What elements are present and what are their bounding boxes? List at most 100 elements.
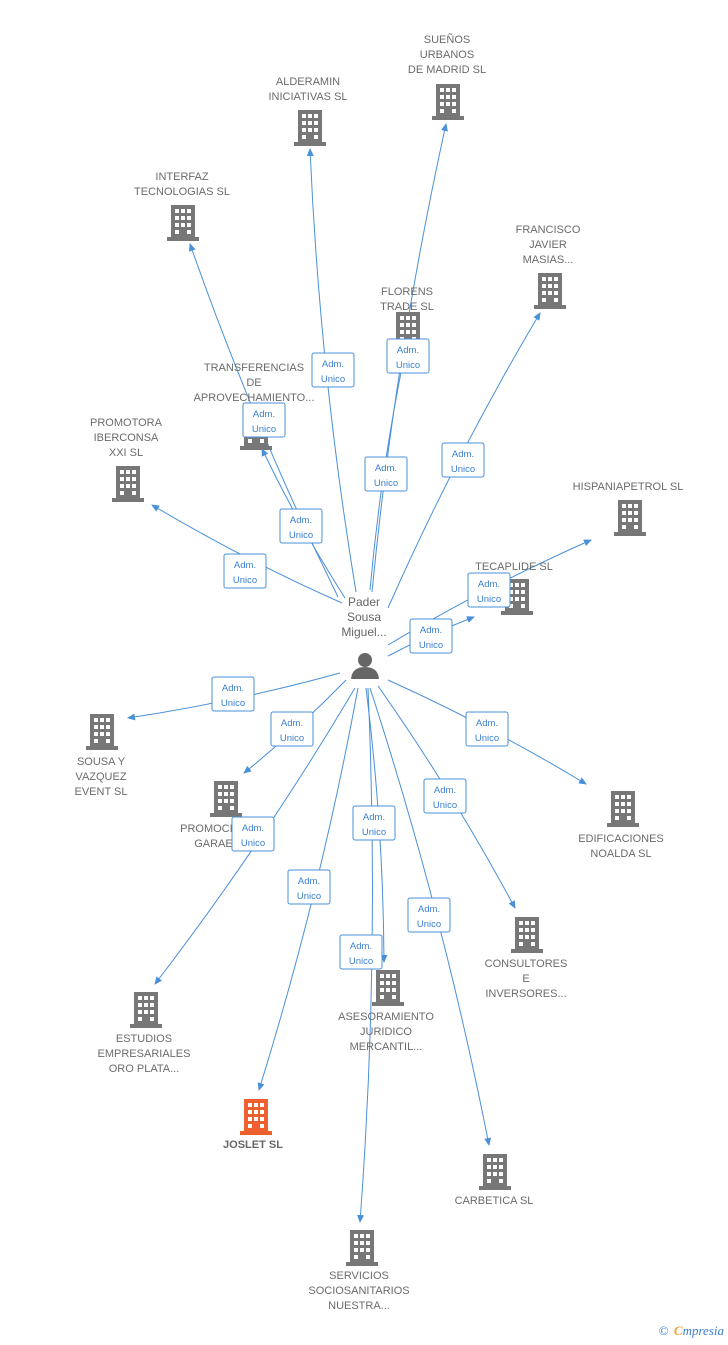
brand-footer: © Cmpresia (659, 1323, 724, 1339)
company-label-line: INICIATIVAS SL (268, 91, 347, 103)
badge-frame (223, 553, 267, 589)
company-node-consultores[interactable]: CONSULTORES E INVERSORES... (485, 917, 568, 1000)
company-node-tecaplide[interactable]: TECAPLIDE SL (475, 561, 553, 615)
company-label-line: EDIFICACIONES (578, 833, 664, 845)
company-label-line: INVERSORES... (485, 988, 566, 1000)
company-label-line: CONSULTORES (485, 958, 568, 970)
badge-text: Unico (297, 891, 321, 902)
badge-frame (211, 676, 255, 712)
badge-frame (364, 456, 408, 492)
badge-text: Adm. (242, 823, 264, 834)
building-icon (534, 273, 566, 309)
badge-frame (352, 805, 396, 841)
badge-text: Unico (280, 733, 304, 744)
company-label-line: IBERCONSA (94, 432, 159, 444)
company-node-joslet[interactable]: JOSLET SL (223, 1099, 283, 1151)
building-icon (86, 714, 118, 750)
company-node-carbetica[interactable]: CARBETICA SL (455, 1154, 534, 1207)
company-label: TECAPLIDE SL (475, 561, 553, 573)
company-label-line: TECNOLOGIAS SL (134, 186, 230, 198)
badge-text: Adm. (363, 812, 385, 823)
building-icon (346, 1230, 378, 1266)
badge-text: Adm. (290, 515, 312, 526)
badge-text: Unico (433, 800, 457, 811)
badge-text: Adm. (452, 449, 474, 460)
badges-layer: Adm.UnicoAdm.UnicoAdm.UnicoAdm.UnicoAdm.… (211, 338, 511, 970)
company-label-line: NOALDA SL (590, 848, 651, 860)
badge-text: Unico (252, 424, 276, 435)
building-icon (479, 1154, 511, 1190)
company-node-edificaciones[interactable]: EDIFICACIONES NOALDA SL (578, 791, 664, 860)
company-label-line: FLORENS (381, 286, 433, 298)
badge-frame (467, 572, 511, 608)
badge-frame (465, 711, 509, 747)
company-label-line: TRADE SL (380, 301, 434, 313)
company-label-line: JAVIER (529, 239, 567, 251)
relation-badge-alderamin: Adm.Unico (311, 352, 355, 388)
badge-text: Adm. (253, 409, 275, 420)
building-icon (511, 917, 543, 953)
company-node-alderamin[interactable]: ALDERAMIN INICIATIVAS SL (268, 76, 348, 146)
company-label-line: URBANOS (420, 49, 474, 61)
company-label-line: TRANSFERENCIAS (204, 362, 304, 374)
company-label-line: ALDERAMIN (276, 76, 340, 88)
company-node-hispaniapetrol[interactable]: HISPANIAPETROL SL (573, 481, 684, 536)
badge-text: Unico (417, 919, 441, 930)
badge-frame (242, 402, 286, 438)
badge-text: Unico (451, 464, 475, 475)
badge-frame (423, 778, 467, 814)
badge-frame (441, 442, 485, 478)
company-label-line: PROMOTORA (90, 417, 163, 429)
company-label-line: E (522, 973, 529, 985)
relation-badge-francisco: Adm. Unico (441, 442, 485, 478)
company-label-line: SOCIOSANITARIOS (308, 1285, 409, 1297)
relation-badge-estudios: Adm.Unico (231, 816, 275, 852)
badge-frame (407, 897, 451, 933)
company-label-line: MERCANTIL... (350, 1041, 423, 1053)
building-icon (130, 992, 162, 1028)
building-icon (294, 110, 326, 146)
relation-badge-consultores: Adm.Unico (423, 778, 467, 814)
badge-text: Adm. (478, 579, 500, 590)
badge-text: Unico (374, 478, 398, 489)
copyright-symbol: © (658, 1323, 669, 1338)
building-icon (432, 84, 464, 120)
company-label-line: VAZQUEZ (75, 771, 126, 783)
relation-badge-servicios: Adm.Unico (339, 934, 383, 970)
badge-text: Adm. (375, 463, 397, 474)
badge-text: Adm. (281, 718, 303, 729)
company-label-line: HISPANIAPETROL SL (573, 481, 684, 493)
relation-badge-carbetica: Adm.Unico (407, 897, 451, 933)
company-label-line: EVENT SL (75, 786, 128, 798)
badge-text: Unico (362, 827, 386, 838)
building-icon (167, 205, 199, 241)
company-label: CONSULTORES E INVERSORES... (485, 958, 568, 1000)
badge-frame (311, 352, 355, 388)
badge-text: Adm. (222, 683, 244, 694)
building-icon (607, 791, 639, 827)
company-label-line: TECAPLIDE SL (475, 561, 553, 573)
company-label-line: ASESORAMIENTO (338, 1011, 434, 1023)
badge-text: Adm. (298, 876, 320, 887)
badge-text: Unico (477, 594, 501, 605)
company-node-florens[interactable]: FLORENS TRADE SL (380, 286, 434, 348)
relation-badge-tecaplide: Adm.Unico (409, 618, 453, 654)
relation-badge-florens: Adm. Unico (364, 456, 408, 492)
company-label: EDIFICACIONES NOALDA SL (578, 833, 664, 860)
company-label-line: EMPRESARIALES (98, 1048, 191, 1060)
badge-text: Unico (419, 640, 443, 651)
